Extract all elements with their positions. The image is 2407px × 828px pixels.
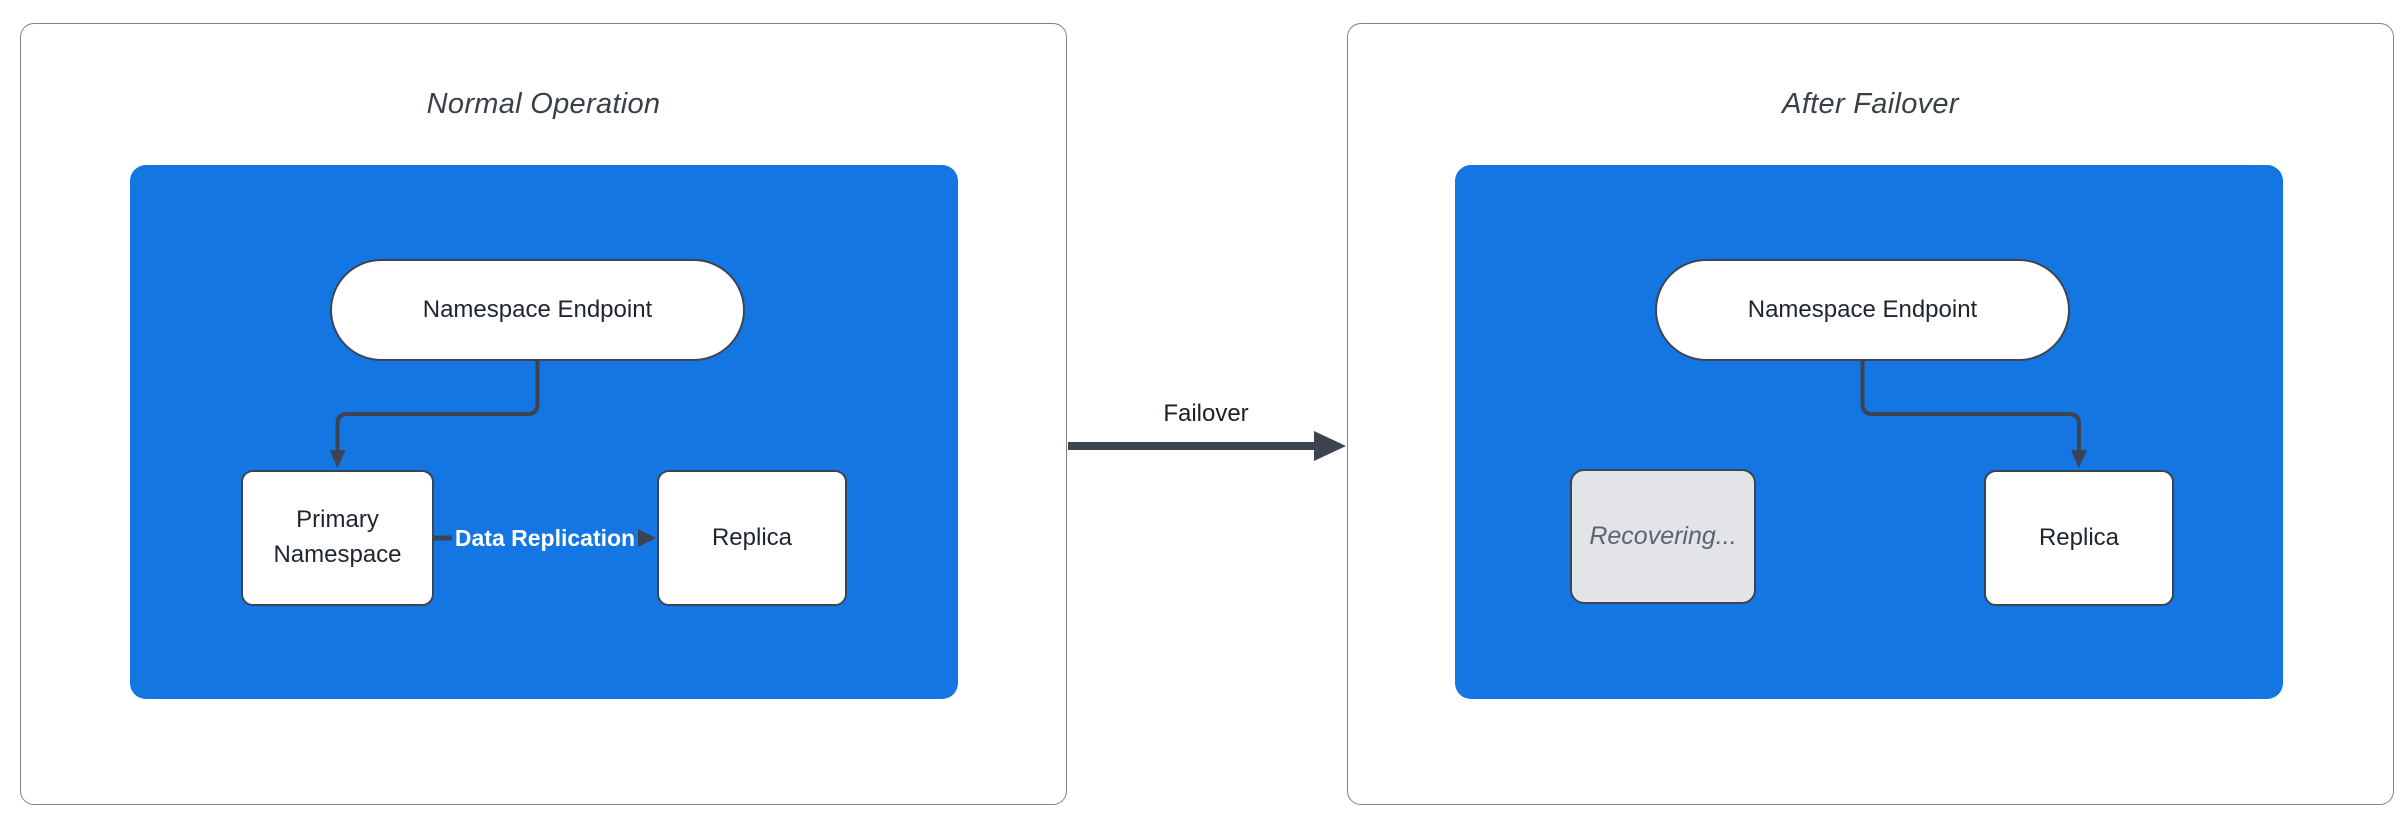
failover-arrow-label: Failover [1163,400,1249,427]
node-recovering-label: Recovering... [1589,522,1737,551]
node-namespace-endpoint-failover-label: Namespace Endpoint [1747,296,1978,323]
namespace-container-failover [1455,165,2283,699]
node-namespace-endpoint-normal-label: Namespace Endpoint [422,296,653,323]
node-recovering: Recovering... [1570,469,1756,604]
panel-normal-operation-title: Normal Operation [426,88,661,120]
data-replication-arrow-label: Data Replication [452,522,638,554]
node-replica-failover: Replica [1984,470,2174,606]
node-replica-failover-label: Replica [2038,523,2120,551]
failover-arrowhead-icon [1314,431,1346,461]
node-primary-namespace: Primary Namespace [241,470,434,606]
node-namespace-endpoint-normal: Namespace Endpoint [330,259,745,361]
namespace-container-normal [130,165,958,699]
node-primary-namespace-label: Primary Namespace [273,506,402,568]
node-replica-normal-label: Replica [711,523,793,551]
panel-after-failover-title: After Failover [1782,88,1959,120]
node-namespace-endpoint-failover: Namespace Endpoint [1655,259,2070,361]
node-replica-normal: Replica [657,470,847,606]
